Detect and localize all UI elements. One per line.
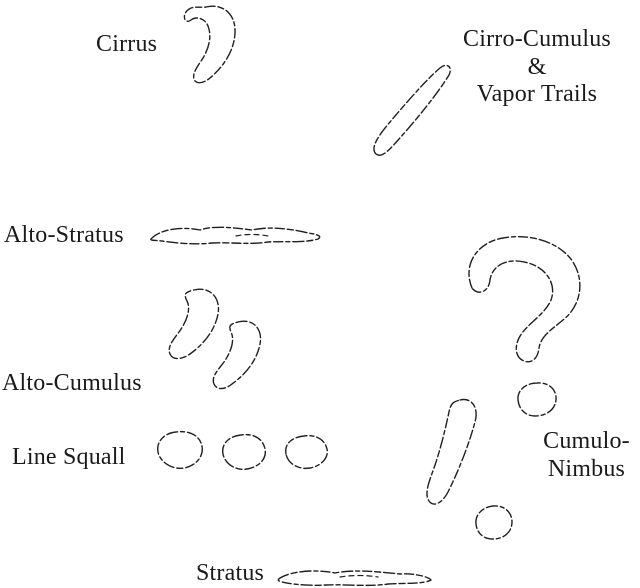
label-cumulo-nimbus-line1: Cumulo- — [543, 428, 630, 454]
line-squall-puff-1 — [157, 430, 203, 469]
exclamation-cloud — [426, 398, 477, 505]
label-cumulo-nimbus: Cumulo- Nimbus — [533, 428, 640, 483]
question-mark-cloud — [468, 235, 581, 363]
line-squall-puff-2 — [222, 433, 266, 471]
label-line-squall: Line Squall — [12, 444, 126, 470]
alto-cumulus-comma-cloud-1 — [168, 288, 220, 360]
stratus-texture-tick — [339, 574, 379, 578]
label-alto-stratus: Alto-Stratus — [4, 222, 124, 248]
label-cirro-cumulus-vapor-trails: Cirro-Cumulus & Vapor Trails — [437, 26, 637, 109]
label-cirro-cumulus-line3: Vapor Trails — [476, 81, 598, 108]
stratus-band-cloud — [277, 570, 432, 587]
cirrus-comma-cloud — [183, 5, 236, 84]
label-cirro-cumulus-line1: Cirro-Cumulus — [463, 26, 611, 52]
label-alto-cumulus: Alto-Cumulus — [2, 370, 142, 396]
label-cirrus: Cirrus — [96, 31, 158, 57]
alto-cumulus-comma-cloud-2 — [212, 320, 262, 390]
alto-stratus-band-cloud — [150, 226, 321, 245]
line-squall-puff-3 — [285, 434, 328, 470]
label-stratus: Stratus — [196, 560, 265, 586]
alto-stratus-texture-tick — [235, 233, 269, 237]
question-mark-dot-cloud — [517, 382, 557, 417]
label-cumulo-nimbus-line2: Nimbus — [547, 455, 626, 482]
label-cirro-cumulus-line2: & — [527, 53, 547, 80]
vapor-trail-streak-cloud — [373, 64, 451, 156]
exclamation-dot-cloud — [475, 505, 513, 540]
